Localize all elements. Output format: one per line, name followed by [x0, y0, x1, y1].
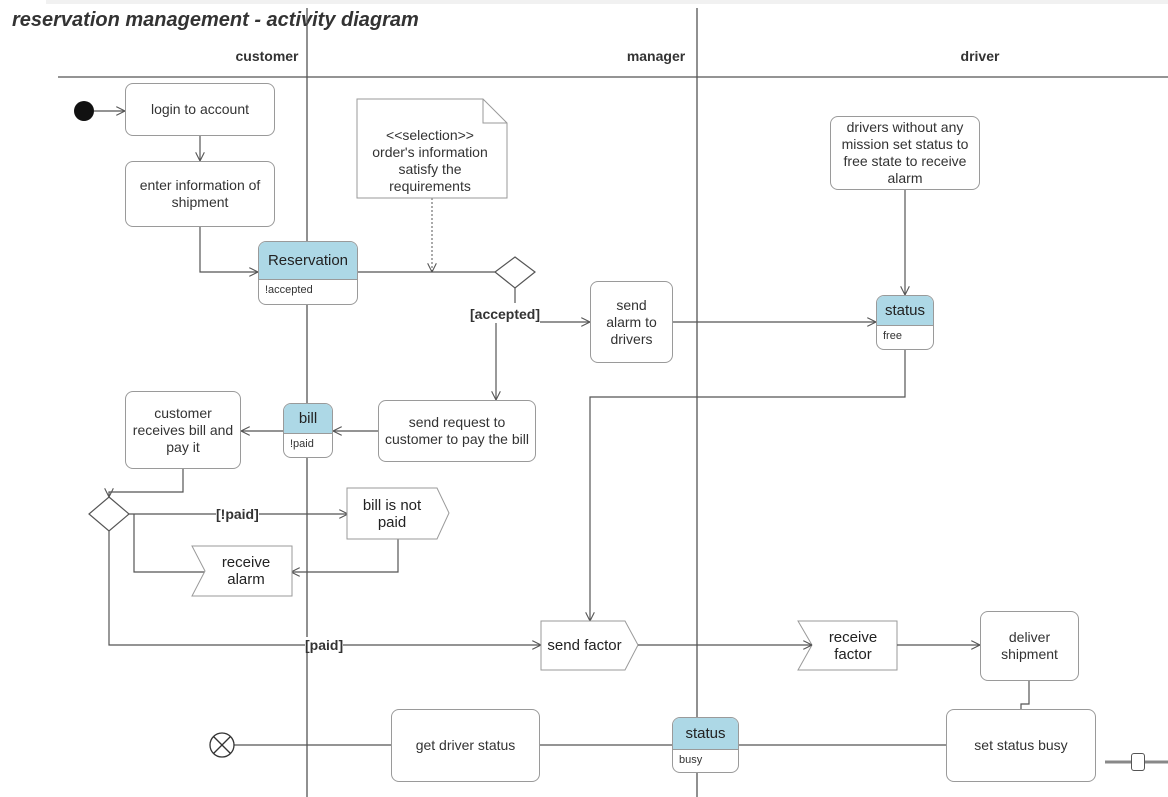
- note-fold: [482, 99, 507, 124]
- action-set-busy-label: set status busy: [974, 737, 1068, 753]
- flow-deliver-to-set-busy: [1020, 681, 1030, 709]
- action-send-request-label: send request to customer to pay the bill: [385, 414, 529, 447]
- action-drivers-free-label: drivers without any mission set status t…: [841, 119, 969, 186]
- guard-accepted: [accepted]: [470, 306, 541, 322]
- note-body: order's information satisfy the requirem…: [372, 144, 488, 194]
- flow-status-free-to-send-factor: [590, 350, 906, 621]
- signal-send-factor[interactable]: send factor: [541, 621, 628, 670]
- action-send-alarm[interactable]: send alarm to drivers: [590, 281, 673, 363]
- action-drivers-free[interactable]: drivers without any mission set status t…: [830, 116, 980, 190]
- action-enter-info[interactable]: enter information of shipment: [125, 161, 275, 227]
- flow-decision-to-receive-alarm: [133, 514, 205, 573]
- flow-bill-not-paid-to-receive-alarm: [291, 539, 399, 572]
- action-get-status[interactable]: get driver status: [391, 709, 540, 782]
- signal-receive-factor-label: receive factor: [828, 628, 878, 663]
- flow-paid-to-send-factor: [108, 531, 541, 645]
- lane-title-customer: customer: [235, 48, 299, 64]
- note-stereotype: <<selection>>: [386, 127, 474, 143]
- signal-bill-not-paid-label: bill is not paid: [362, 496, 422, 531]
- action-login[interactable]: login to account: [125, 83, 275, 136]
- decision-accepted: [494, 256, 536, 289]
- signal-receive-alarm-shape: [191, 545, 293, 597]
- action-send-request[interactable]: send request to customer to pay the bill: [378, 400, 536, 462]
- object-bill-state: !paid: [290, 438, 314, 450]
- signal-receive-alarm-label: receive alarm: [221, 554, 271, 588]
- signal-bill-not-paid-shape: [346, 487, 450, 540]
- signal-bill-not-paid[interactable]: bill is not paid: [350, 488, 434, 539]
- lane-title-driver: driver: [960, 48, 1000, 64]
- action-login-label: login to account: [150, 101, 250, 117]
- scroll-handle[interactable]: [1131, 753, 1145, 771]
- flow-enter-info-to-reservation: [199, 227, 258, 272]
- diagram-title: reservation management - activity diagra…: [12, 9, 419, 31]
- signal-receive-factor[interactable]: receive factor: [812, 621, 894, 670]
- decision-paid: [88, 496, 130, 532]
- action-deliver[interactable]: deliver shipment: [980, 611, 1079, 681]
- object-reservation-state: !accepted: [265, 284, 313, 296]
- action-enter-info-label: enter information of shipment: [139, 177, 261, 210]
- note-text: <<selection>> order's information satisf…: [367, 127, 493, 195]
- signal-receive-alarm[interactable]: receive alarm: [206, 546, 286, 596]
- action-customer-receives[interactable]: customer receives bill and pay it: [125, 391, 241, 469]
- flow-customer-to-decision-paid: [109, 469, 184, 497]
- object-reservation-name: Reservation: [259, 242, 357, 280]
- signal-send-factor-shape: [540, 620, 639, 671]
- action-get-status-label: get driver status: [415, 737, 516, 753]
- final-node-cross-b: [213, 736, 231, 754]
- object-status-free-name: status: [877, 296, 933, 326]
- object-bill[interactable]: bill !paid: [283, 403, 333, 458]
- action-send-alarm-label: send alarm to drivers: [606, 296, 657, 347]
- object-status-free-state: free: [883, 330, 902, 342]
- object-status-free[interactable]: status free: [876, 295, 934, 350]
- signal-send-factor-label: send factor: [547, 637, 622, 654]
- action-customer-receives-label: customer receives bill and pay it: [132, 404, 234, 455]
- note-shape: [356, 98, 508, 199]
- action-deliver-label: deliver shipment: [1001, 629, 1058, 662]
- object-status-busy[interactable]: status busy: [672, 717, 739, 773]
- object-bill-name: bill: [284, 404, 332, 434]
- lane-title-manager: manager: [626, 48, 686, 64]
- action-set-busy[interactable]: set status busy: [946, 709, 1096, 782]
- initial-node: [74, 101, 94, 121]
- guard-paid: [paid]: [305, 637, 344, 653]
- guard-not-paid: [!paid]: [216, 506, 259, 522]
- object-reservation[interactable]: Reservation !accepted: [258, 241, 358, 305]
- object-status-busy-state: busy: [679, 754, 703, 766]
- object-status-busy-name: status: [673, 718, 738, 750]
- top-toolbar-strip: [46, 0, 1168, 4]
